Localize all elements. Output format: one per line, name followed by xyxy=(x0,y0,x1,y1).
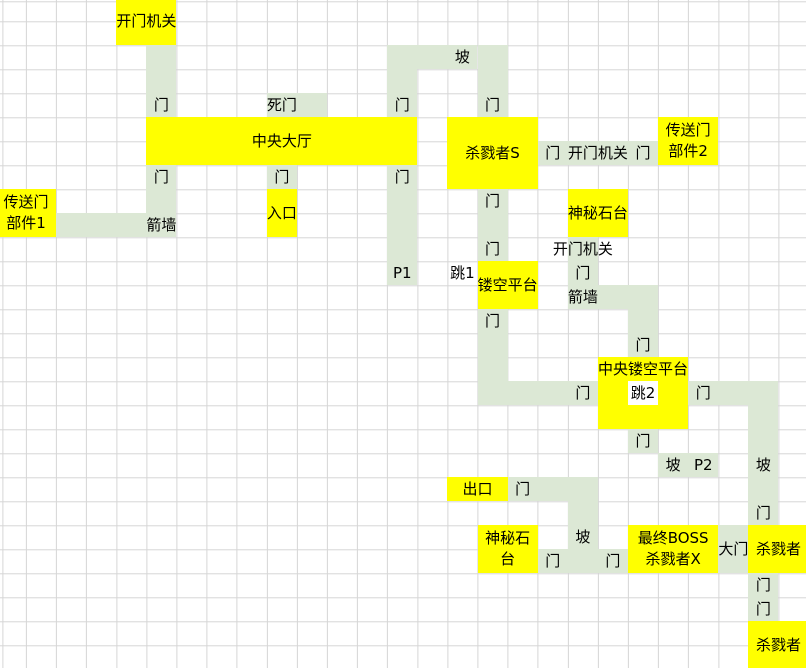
door-cell[interactable]: 门 xyxy=(628,429,659,454)
door-cell[interactable]: 门 xyxy=(507,477,538,502)
room-portal-part-2-label-line: 部件2 xyxy=(668,142,708,161)
room-central-hollow-bottom[interactable] xyxy=(597,405,689,430)
door-cell[interactable]: 门 xyxy=(266,165,297,190)
path-cell[interactable] xyxy=(748,477,779,502)
door-cell[interactable]: 门 xyxy=(387,165,418,190)
path-cell[interactable] xyxy=(387,189,418,262)
arrow-wall-cell[interactable]: 箭墙 xyxy=(146,213,177,238)
room-mystery-stone-2-label-line: 神秘石 xyxy=(485,529,531,548)
path-cell[interactable] xyxy=(56,213,147,238)
room-central-hollow-platform[interactable]: 中央镂空平台 xyxy=(597,357,689,382)
room-central-hollow-right[interactable] xyxy=(658,381,689,406)
room-hollow-platform[interactable]: 镂空平台 xyxy=(477,261,538,310)
door-mechanism-cell[interactable]: 开门机关 xyxy=(553,237,613,262)
room-portal-part-2-label-line: 传送门 xyxy=(665,121,711,140)
door-mechanism-cell[interactable]: 开门机关 xyxy=(567,141,628,166)
arrow-wall-cell[interactable]: 箭墙 xyxy=(567,285,598,310)
path-cell[interactable] xyxy=(748,405,779,454)
room-portal-part-1[interactable]: 传送门部件1 xyxy=(0,189,57,238)
door-cell[interactable]: 门 xyxy=(567,261,598,286)
door-cell[interactable]: 门 xyxy=(537,549,568,574)
room-slayer-2[interactable]: 杀戮者 xyxy=(748,621,806,668)
room-mystery-stone-1[interactable]: 神秘石台 xyxy=(567,189,628,238)
path-cell[interactable] xyxy=(537,477,568,502)
path-cell[interactable] xyxy=(417,45,448,70)
door-cell[interactable]: 门 xyxy=(628,141,659,166)
room-slayer-s[interactable]: 杀戮者S xyxy=(447,117,538,190)
path-cell[interactable] xyxy=(477,381,568,406)
room-entrance[interactable]: 入口 xyxy=(266,189,297,238)
room-door-mechanism-top[interactable]: 开门机关 xyxy=(116,0,177,46)
room-central-hall[interactable]: 中央大厅 xyxy=(146,117,418,166)
door-cell[interactable]: 门 xyxy=(597,549,628,574)
room-portal-part-2[interactable]: 传送门部件2 xyxy=(658,117,719,166)
room-exit[interactable]: 出口 xyxy=(447,477,508,502)
path-cell[interactable] xyxy=(718,381,779,406)
path-cell[interactable] xyxy=(628,309,659,334)
path-cell[interactable] xyxy=(597,285,659,310)
path-cell[interactable] xyxy=(477,69,508,94)
path-cell[interactable] xyxy=(296,93,327,118)
path-cell[interactable] xyxy=(477,45,508,70)
door-cell[interactable]: 门 xyxy=(628,333,659,358)
path-cell[interactable] xyxy=(387,45,418,94)
room-final-boss-label-line: 杀戮者X xyxy=(645,550,701,569)
slope-cell[interactable]: 坡 xyxy=(447,45,478,70)
path-cell[interactable] xyxy=(567,477,598,526)
p2-cell[interactable]: P2 xyxy=(688,453,719,478)
door-cell[interactable]: 门 xyxy=(537,141,568,166)
door-cell[interactable]: 门 xyxy=(477,237,508,262)
door-cell[interactable]: 门 xyxy=(146,165,177,190)
door-cell[interactable]: 门 xyxy=(688,381,719,406)
door-cell[interactable]: 门 xyxy=(477,93,508,118)
door-cell[interactable]: 门 xyxy=(146,93,177,118)
room-central-hollow-left[interactable] xyxy=(597,381,628,406)
slope-cell[interactable]: 坡 xyxy=(567,525,598,550)
room-portal-part-1-label-line: 部件1 xyxy=(6,214,46,233)
big-door-cell[interactable]: 大门 xyxy=(718,525,749,574)
path-cell[interactable] xyxy=(477,213,508,238)
jump-2-cell[interactable]: 跳2 xyxy=(628,381,659,406)
path-cell[interactable] xyxy=(146,189,177,214)
path-cell[interactable] xyxy=(477,333,508,382)
door-cell[interactable]: 门 xyxy=(477,309,508,334)
door-cell[interactable]: 门 xyxy=(748,573,779,598)
room-final-boss-label-line: 最终BOSS xyxy=(637,529,709,548)
room-final-boss[interactable]: 最终BOSS 杀戮者X xyxy=(628,525,719,574)
door-cell[interactable]: 门 xyxy=(387,93,418,118)
door-cell[interactable]: 门 xyxy=(748,597,779,622)
room-portal-part-1-label-line: 传送门 xyxy=(3,193,49,212)
dead-door-cell[interactable]: 死门 xyxy=(266,93,297,118)
jump-1-cell[interactable]: 跳1 xyxy=(450,263,475,282)
slope-cell[interactable]: 坡 xyxy=(658,453,689,478)
path-cell[interactable] xyxy=(567,549,598,574)
room-mystery-stone-2-label-line: 台 xyxy=(500,550,516,569)
door-cell[interactable]: 门 xyxy=(748,501,779,526)
room-mystery-stone-2[interactable]: 神秘石台 xyxy=(477,525,538,574)
slope-cell[interactable]: 坡 xyxy=(748,453,779,478)
room-slayer-1[interactable]: 杀戮者 xyxy=(748,525,806,574)
door-cell[interactable]: 门 xyxy=(477,189,508,214)
path-cell[interactable] xyxy=(146,45,177,94)
door-cell[interactable]: 门 xyxy=(567,381,598,406)
p1-cell[interactable]: P1 xyxy=(387,261,418,286)
